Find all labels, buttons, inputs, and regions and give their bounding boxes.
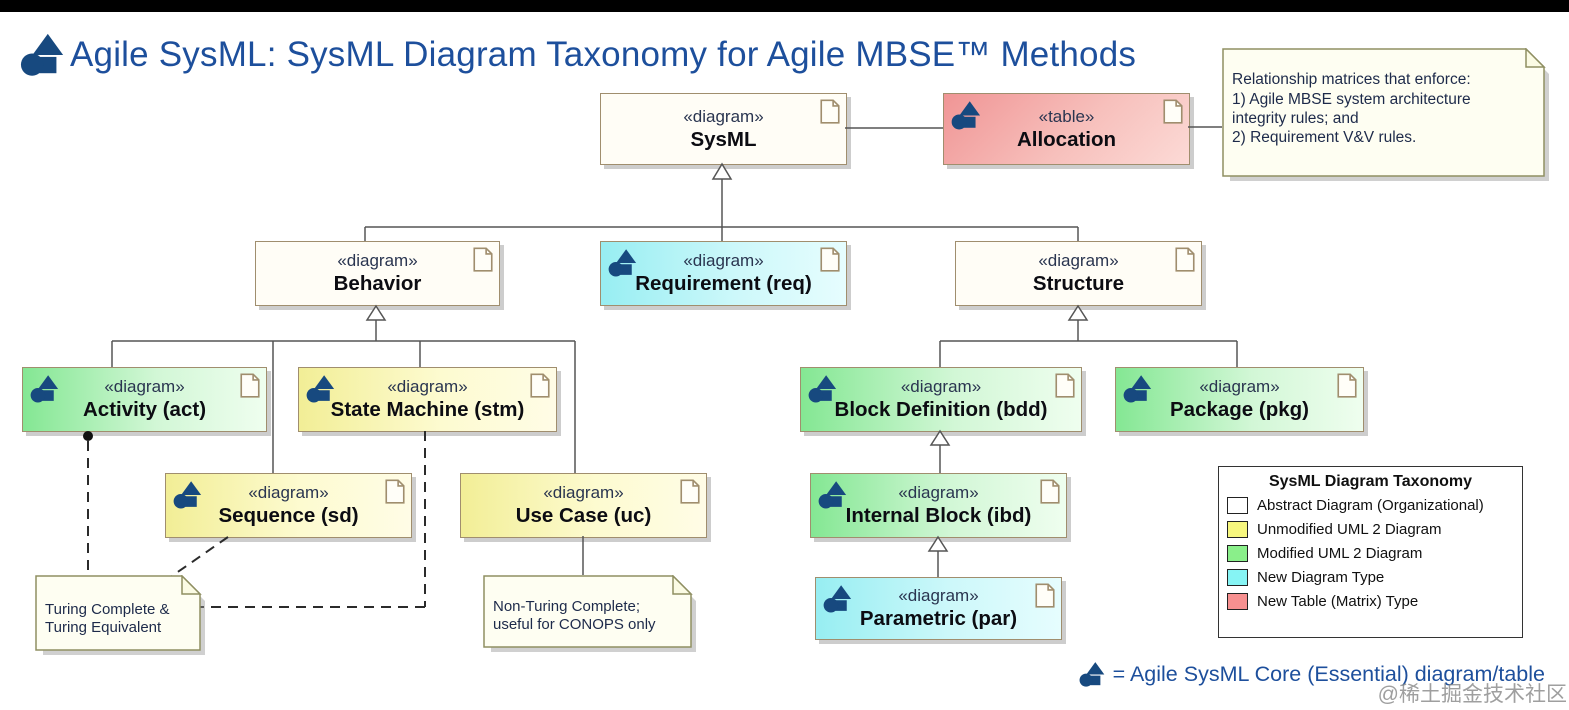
- agile-core-icon: [30, 374, 60, 404]
- page-title: Agile SysML: SysML Diagram Taxonomy for …: [70, 35, 1137, 74]
- document-icon: [1337, 373, 1357, 398]
- node-name: Sequence (sd): [218, 504, 359, 527]
- node-name: Activity (act): [82, 398, 207, 421]
- node-name: Use Case (uc): [515, 504, 652, 527]
- document-icon: [820, 247, 840, 272]
- node-name: Requirement (req): [635, 272, 812, 295]
- node-stereotype: «diagram»: [387, 377, 468, 396]
- node-allocation: «table» Allocation: [943, 93, 1190, 165]
- agile-core-icon: [20, 32, 66, 78]
- generalization-tree-structure: [939, 304, 1238, 367]
- generalization-tree-sysml: [364, 162, 1079, 241]
- legend-item: Abstract Diagram (Organizational): [1227, 497, 1514, 514]
- legend-swatch-new-table: [1227, 593, 1248, 610]
- document-icon: [1175, 247, 1195, 272]
- node-stereotype: «diagram»: [683, 251, 764, 270]
- node-stereotype: «diagram»: [898, 483, 979, 502]
- generalization-bdd-ibd: [929, 429, 951, 473]
- legend-item: New Diagram Type: [1227, 569, 1514, 586]
- agile-core-icon: [951, 100, 982, 131]
- node-name: Behavior: [333, 272, 422, 295]
- node-stereotype: «table»: [1038, 106, 1095, 126]
- document-icon: [1055, 373, 1075, 398]
- node-stereotype: «diagram»: [543, 483, 624, 502]
- core-symbol-legend: = Agile SysML Core (Essential) diagram/t…: [1079, 661, 1545, 688]
- node-state-machine: «diagram» State Machine (stm): [298, 367, 557, 432]
- node-name: Block Definition (bdd): [834, 398, 1048, 421]
- node-stereotype: «diagram»: [900, 377, 982, 396]
- node-stereotype: «diagram»: [248, 483, 329, 502]
- legend-title: SysML Diagram Taxonomy: [1268, 473, 1473, 490]
- activity-anchor-dot: [83, 431, 93, 441]
- node-block-definition: «diagram» Block Definition (bdd): [800, 367, 1082, 432]
- node-internal-block: «diagram» Internal Block (ibd): [810, 473, 1067, 538]
- node-requirement: «diagram» Requirement (req): [600, 241, 847, 306]
- note-turing: Turing Complete & Turing Equivalent: [35, 575, 205, 655]
- node-name: Internal Block (ibd): [845, 504, 1032, 527]
- agile-core-icon: [1123, 374, 1153, 404]
- legend-swatch-modified: [1227, 545, 1248, 562]
- legend-item: New Table (Matrix) Type: [1227, 593, 1514, 610]
- legend-swatch-unmodified: [1227, 521, 1248, 538]
- document-icon: [680, 479, 700, 504]
- node-name: Structure: [1032, 272, 1125, 295]
- document-icon: [473, 247, 493, 272]
- legend-box: SysML Diagram Taxonomy Abstract Diagram …: [1218, 466, 1523, 638]
- document-icon: [1163, 99, 1183, 124]
- node-stereotype: «diagram»: [1199, 377, 1280, 396]
- node-package: «diagram» Package (pkg): [1115, 367, 1364, 432]
- document-icon: [385, 479, 405, 504]
- agile-core-icon: [823, 584, 853, 614]
- agile-core-icon: [608, 248, 638, 278]
- note-text: Non-Turing Complete; useful for CONOPS o…: [493, 597, 656, 634]
- node-sequence: «diagram» Sequence (sd): [165, 473, 412, 538]
- watermark: @稀土掘金技术社区: [1377, 683, 1567, 706]
- document-icon: [820, 99, 840, 124]
- agile-core-icon: [173, 480, 203, 510]
- node-activity: «diagram» Activity (act): [22, 367, 267, 432]
- note-conops: Non-Turing Complete; useful for CONOPS o…: [483, 575, 696, 652]
- node-parametric: «diagram» Parametric (par): [815, 577, 1062, 640]
- agile-core-icon: [306, 374, 336, 404]
- node-name: Allocation: [1016, 127, 1117, 151]
- agile-core-icon: [808, 374, 838, 404]
- diagram-title-row: Agile SysML: SysML Diagram Taxonomy for …: [20, 32, 1136, 78]
- node-name: Package (pkg): [1170, 398, 1309, 421]
- document-icon: [240, 373, 260, 398]
- note-allocation: Relationship matrices that enforce: 1) A…: [1222, 48, 1549, 181]
- node-stereotype: «diagram»: [104, 377, 185, 396]
- node-sysml: «diagram» SysML: [600, 93, 847, 165]
- node-stereotype: «diagram»: [337, 251, 418, 270]
- node-stereotype: «diagram»: [898, 586, 979, 605]
- node-name: Parametric (par): [859, 607, 1018, 630]
- node-structure: «diagram» Structure: [955, 241, 1202, 306]
- legend-item: Modified UML 2 Diagram: [1227, 545, 1514, 562]
- agile-core-icon: [1079, 661, 1106, 688]
- node-name: State Machine (stm): [330, 398, 525, 421]
- node-use-case: «diagram» Use Case (uc): [460, 473, 707, 538]
- node-stereotype: «diagram»: [683, 106, 764, 126]
- legend-swatch-new-diagram: [1227, 569, 1248, 586]
- document-icon: [1040, 479, 1060, 504]
- core-legend-text: = Agile SysML Core (Essential) diagram/t…: [1112, 662, 1545, 686]
- legend-item: Unmodified UML 2 Diagram: [1227, 521, 1514, 538]
- top-black-bar: [0, 0, 1569, 12]
- document-icon: [1035, 583, 1055, 608]
- generalization-ibd-parametric: [927, 535, 949, 577]
- legend-swatch-abstract: [1227, 497, 1248, 514]
- agile-core-icon: [818, 480, 848, 510]
- node-name: SysML: [690, 127, 757, 151]
- note-text: Turing Complete & Turing Equivalent: [45, 600, 170, 637]
- document-icon: [530, 373, 550, 398]
- node-stereotype: «diagram»: [1038, 251, 1119, 270]
- note-text: Relationship matrices that enforce: 1) A…: [1232, 71, 1471, 147]
- node-behavior: «diagram» Behavior: [255, 241, 500, 306]
